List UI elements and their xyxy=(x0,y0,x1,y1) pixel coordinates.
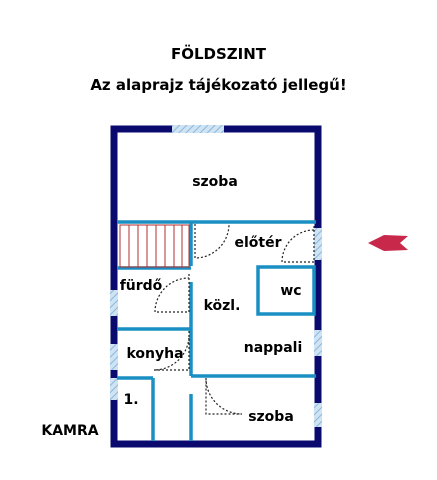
door-swing-furdo xyxy=(154,274,190,313)
window-left-kamra xyxy=(110,378,118,400)
room-label-1: 1. xyxy=(123,392,138,408)
window-right-szoba xyxy=(314,403,322,427)
window-left-konyha xyxy=(110,344,118,370)
door-swing-entrance xyxy=(281,226,315,263)
door-swing-szoba xyxy=(205,378,243,415)
plan-disclaimer: Az alaprajz tájékozató jellegű! xyxy=(90,76,347,94)
room-label-konyha: konyha xyxy=(126,346,183,362)
room-label-kamra: KAMRA xyxy=(41,423,98,439)
room-label-eloter: előtér xyxy=(234,235,281,251)
window-left-furdo xyxy=(110,290,118,316)
window-right-eloter xyxy=(314,228,322,260)
floor-title: FÖLDSZINT xyxy=(170,45,267,63)
stairs xyxy=(119,224,190,268)
door-swing-eloter xyxy=(194,223,230,259)
room-label-szoba-top: szoba xyxy=(192,174,238,190)
room-label-kozl: közl. xyxy=(204,298,241,314)
window-top xyxy=(172,125,224,133)
room-label-furdo: fürdő xyxy=(120,278,163,294)
window-right-nappali xyxy=(314,330,322,356)
room-label-nappali: nappali xyxy=(244,340,303,356)
entrance-arrow-icon xyxy=(368,235,408,251)
inner-walls xyxy=(117,220,316,441)
door-swing-konyha xyxy=(153,331,190,371)
room-label-wc: wc xyxy=(280,283,301,299)
room-label-szoba-bottom: szoba xyxy=(248,409,294,425)
